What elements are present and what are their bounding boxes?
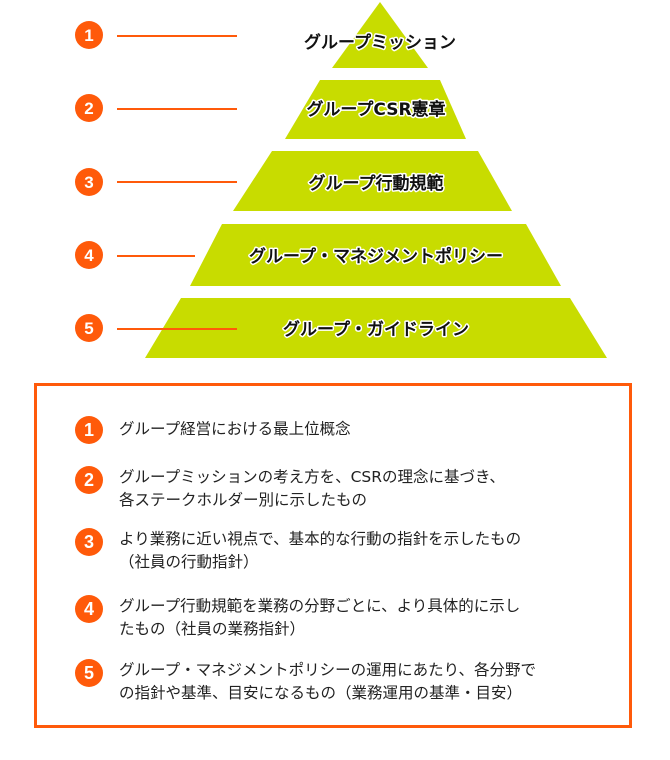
number-badge — [75, 21, 103, 49]
tier-label: グループ・マネジメントポリシー — [249, 246, 503, 267]
number-badge: 5 — [75, 659, 103, 687]
pyramid-diagram: 1 グループミッション 2 グループCSR憲章 3 グループ行動規範 4 グルー… — [75, 2, 607, 358]
description-text: グループ経営における最上位概念 — [119, 420, 351, 438]
description-text: グループミッションの考え方を、CSRの理念に基づき、 各ステークホルダー別に示し… — [119, 468, 505, 509]
number-label: 2 — [84, 99, 93, 118]
description-item-3: 3 より業務に近い視点で、基本的な行動の指針を示したもの （社員の行動指針） — [75, 528, 569, 574]
description-item-4: 4 グループ行動規範を業務の分野ごとに、より具体的に示し たもの（社員の業務指針… — [75, 595, 569, 641]
number-badge: 3 — [75, 528, 103, 556]
tier-label: グループCSR憲章 — [306, 99, 445, 120]
pyramid-tier-2: 2 グループCSR憲章 — [75, 80, 466, 139]
number-badge — [75, 314, 103, 342]
number-label: 4 — [84, 246, 94, 265]
number-badge: 1 — [75, 416, 103, 444]
number-badge: 4 — [75, 595, 103, 623]
description-text: グループ・マネジメントポリシーの運用にあたり、各分野で の指針や基準、目安になる… — [119, 661, 536, 702]
description-text: より業務に近い視点で、基本的な行動の指針を示したもの （社員の行動指針） — [119, 530, 522, 571]
pyramid-tier-3: 3 グループ行動規範 — [75, 151, 512, 211]
description-item-1: 1 グループ経営における最上位概念 — [75, 416, 569, 444]
number-badge — [75, 94, 103, 122]
number-label: 3 — [84, 173, 93, 192]
tier-label: グループ・ガイドライン — [283, 319, 469, 340]
number-badge — [75, 241, 103, 269]
pyramid-tier-4: 4 グループ・マネジメントポリシー — [75, 224, 561, 286]
tier-label: グループ行動規範 — [309, 173, 444, 194]
description-box: 1 グループ経営における最上位概念 2 グループミッションの考え方を、CSRの理… — [34, 383, 632, 728]
number-badge — [75, 168, 103, 196]
description-item-2: 2 グループミッションの考え方を、CSRの理念に基づき、 各ステークホルダー別に… — [75, 466, 569, 512]
pyramid-tier-5: 5 グループ・ガイドライン — [75, 298, 607, 358]
number-label: 1 — [84, 26, 93, 45]
pyramid-tier-1: 1 グループミッション — [75, 2, 457, 68]
number-label: 5 — [84, 319, 93, 338]
description-item-5: 5 グループ・マネジメントポリシーの運用にあたり、各分野で の指針や基準、目安に… — [75, 659, 569, 705]
description-text: グループ行動規範を業務の分野ごとに、より具体的に示し たもの（社員の業務指針） — [119, 597, 521, 638]
number-badge: 2 — [75, 466, 103, 494]
tier-label: グループミッション — [304, 32, 456, 53]
